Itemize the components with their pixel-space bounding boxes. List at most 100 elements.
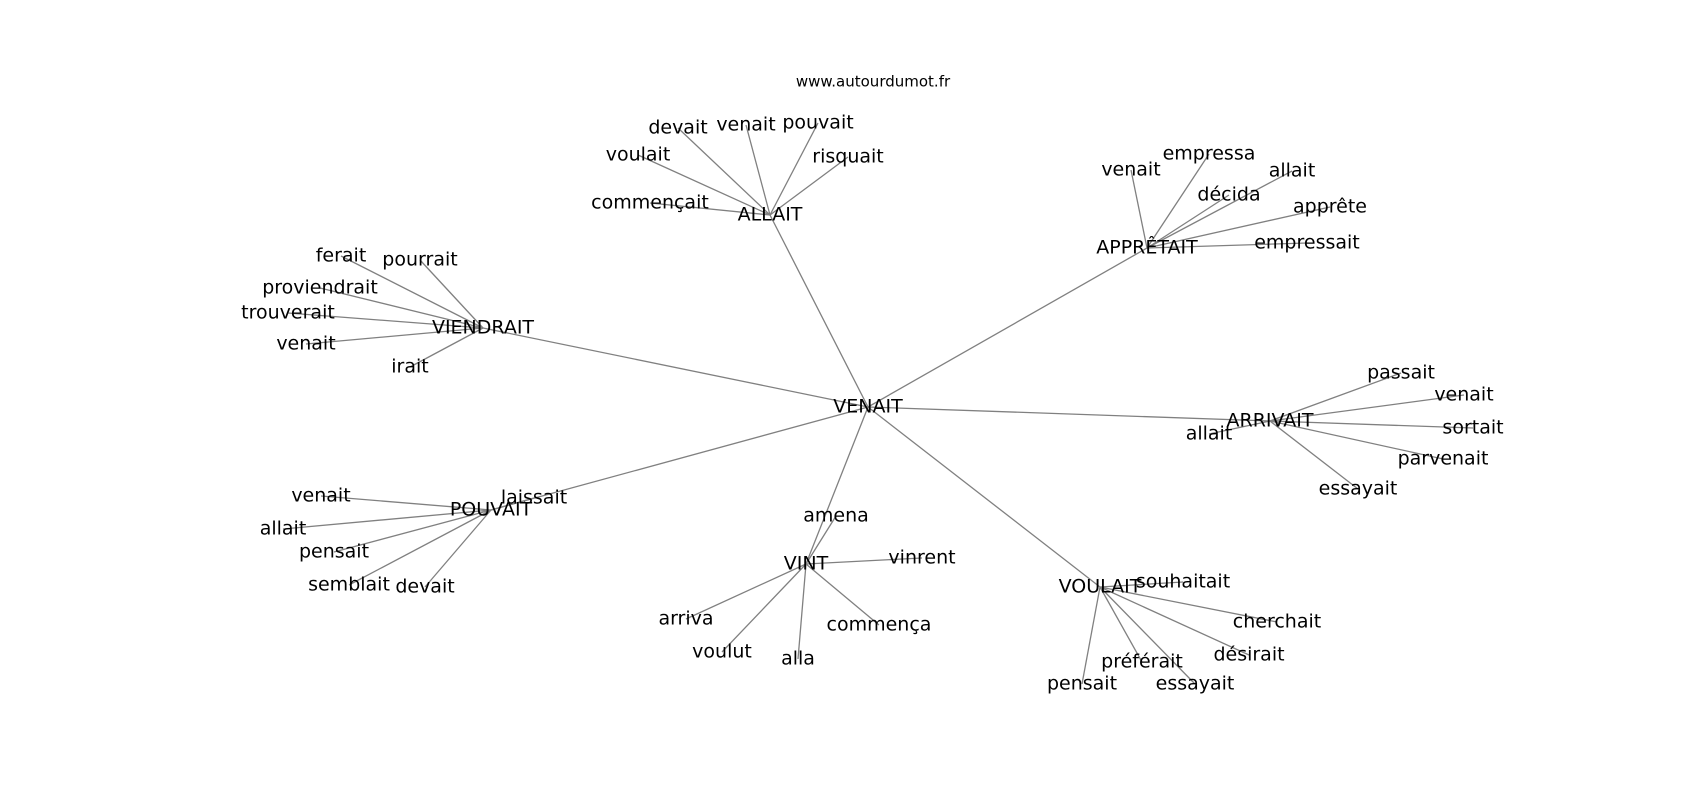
edge-viendrait-ferait	[340, 255, 484, 329]
edge-venait-viendrait	[482, 327, 869, 408]
leaf-node-appretait-decida: décida	[1197, 184, 1260, 206]
edge-venait-voulait	[867, 406, 1101, 588]
leaf-node-allait-venait: venait	[716, 114, 775, 136]
edge-vint-commenca	[805, 563, 880, 626]
edge-viendrait-proviendrait	[319, 287, 484, 329]
leaf-node-vint-voulut: voulut	[692, 641, 752, 663]
leaf-node-viendrait-proviendrait: proviendrait	[262, 277, 378, 299]
edge-vint-alla	[797, 563, 807, 660]
edge-allait-devait	[677, 127, 771, 216]
edge-allait-risquait	[769, 156, 849, 216]
leaf-node-voulait-essayait: essayait	[1156, 673, 1235, 695]
leaf-node-arrivait-passait: passait	[1367, 362, 1435, 384]
hub-node-viendrait: VIENDRAIT	[432, 317, 534, 339]
edge-voulait-preferait	[1099, 586, 1143, 663]
hub-node-arrivait: ARRIVAIT	[1227, 410, 1314, 432]
leaf-node-appretait-empressa: empressa	[1163, 143, 1256, 165]
leaf-node-arrivait-essayait: essayait	[1319, 478, 1398, 500]
graph-labels: VENAIT ALLAIT devait venait pouvait voulait ri…	[241, 112, 1503, 695]
leaf-node-viendrait-trouverait: trouverait	[241, 302, 335, 324]
edge-vint-voulut	[721, 563, 807, 653]
edge-viendrait-irait	[409, 327, 484, 368]
leaf-node-allait-risquait: risquait	[812, 146, 883, 168]
edge-pouvait-allait	[282, 509, 492, 530]
leaf-node-pouvait-pensait: pensait	[299, 541, 369, 563]
leaf-node-voulait-desirait: désirait	[1213, 644, 1284, 666]
leaf-node-pouvait-devait: devait	[395, 576, 454, 598]
leaf-node-allait-commencait: commençait	[591, 192, 709, 214]
leaf-node-arrivait-allait: allait	[1186, 423, 1233, 445]
edge-venait-vint	[805, 406, 869, 565]
edge-arrivait-essayait	[1269, 420, 1359, 490]
leaf-node-allait-pouvait: pouvait	[782, 112, 853, 134]
leaf-node-voulait-cherchait: cherchait	[1233, 611, 1321, 633]
edge-pouvait-semblait	[348, 509, 492, 586]
leaf-node-appretait-allait: allait	[1269, 160, 1316, 182]
hub-node-vint: VINT	[784, 553, 829, 575]
edge-vint-arriva	[685, 563, 807, 620]
edge-arrivait-parvenait	[1269, 420, 1444, 460]
hub-node-allait: ALLAIT	[738, 204, 803, 226]
leaf-node-appretait-venait: venait	[1101, 159, 1160, 181]
edge-venait-appretait	[867, 247, 1148, 408]
leaf-node-vint-amena: amena	[803, 505, 869, 527]
edge-appretait-venait	[1130, 169, 1148, 249]
leaf-node-voulait-souhaitait: souhaitait	[1136, 571, 1230, 593]
edge-pouvait-devait	[424, 509, 492, 588]
edge-appretait-empressait	[1146, 242, 1308, 249]
edge-venait-allait	[769, 214, 869, 408]
edge-appretait-allait	[1146, 170, 1293, 249]
edge-allait-commencait	[649, 202, 771, 216]
leaf-node-pouvait-venait: venait	[291, 485, 350, 507]
source-watermark: www.autourdumot.fr	[796, 73, 951, 91]
edge-allait-venait	[745, 124, 771, 216]
leaf-node-allait-devait: devait	[648, 117, 707, 139]
leaf-node-appretait-empressait: empressait	[1254, 232, 1360, 254]
edge-voulait-essayait	[1099, 586, 1196, 685]
edge-voulait-cherchait	[1099, 586, 1278, 623]
edge-pouvait-venait	[320, 495, 492, 511]
leaf-node-pouvait-semblait: semblait	[308, 574, 390, 596]
leaf-node-pouvait-allait: allait	[260, 518, 307, 540]
edge-viendrait-venait	[305, 327, 484, 345]
edge-viendrait-pourrait	[419, 259, 484, 329]
center-node-label: VENAIT	[833, 396, 903, 418]
edge-appretait-apprete	[1146, 206, 1331, 249]
graph-edges	[282, 122, 1474, 685]
leaf-node-viendrait-irait: irait	[391, 356, 428, 378]
edge-vint-amena	[805, 515, 837, 565]
edge-appretait-empressa	[1146, 153, 1210, 249]
leaf-node-arrivait-parvenait: parvenait	[1398, 448, 1489, 470]
hub-node-appretait: APPRÊTAIT	[1096, 236, 1198, 259]
hub-node-pouvait: POUVAIT	[450, 499, 533, 521]
edge-allait-voulait	[637, 154, 771, 216]
leaf-node-appretait-apprete: apprête	[1293, 196, 1367, 218]
leaf-node-arrivait-venait: venait	[1434, 384, 1493, 406]
edge-allait-pouvait	[769, 122, 819, 216]
edge-arrivait-sortait	[1269, 420, 1474, 429]
leaf-node-vint-alla: alla	[781, 648, 815, 670]
edge-arrivait-venait	[1269, 394, 1465, 422]
leaf-node-allait-voulait: voulait	[606, 144, 671, 166]
edge-pouvait-laissait	[490, 497, 535, 511]
edge-appretait-decida	[1146, 194, 1230, 249]
leaf-node-arrivait-sortait: sortait	[1442, 417, 1503, 439]
leaf-node-vint-commenca: commença	[827, 614, 932, 636]
leaf-node-vint-vinrent: vinrent	[888, 547, 955, 569]
leaf-node-viendrait-venait: venait	[276, 333, 335, 355]
edge-viendrait-trouverait	[287, 312, 484, 329]
edge-voulait-souhaitait	[1099, 581, 1184, 588]
leaf-node-pouvait-laissait: laissait	[501, 487, 567, 509]
leaf-node-vint-arriva: arriva	[658, 608, 713, 630]
edge-voulait-pensait	[1081, 586, 1101, 685]
leaf-node-voulait-preferait: préférait	[1101, 651, 1183, 673]
edge-vint-vinrent	[805, 557, 923, 565]
edge-venait-arrivait	[867, 406, 1271, 422]
edge-voulait-desirait	[1099, 586, 1250, 656]
edge-arrivait-allait	[1208, 420, 1271, 435]
edge-pouvait-pensait	[333, 509, 492, 553]
leaf-node-voulait-pensait: pensait	[1047, 673, 1117, 695]
edge-arrivait-passait	[1269, 372, 1402, 422]
hub-node-voulait: VOULAIT	[1059, 576, 1142, 598]
leaf-node-viendrait-pourrait: pourrait	[382, 249, 457, 271]
